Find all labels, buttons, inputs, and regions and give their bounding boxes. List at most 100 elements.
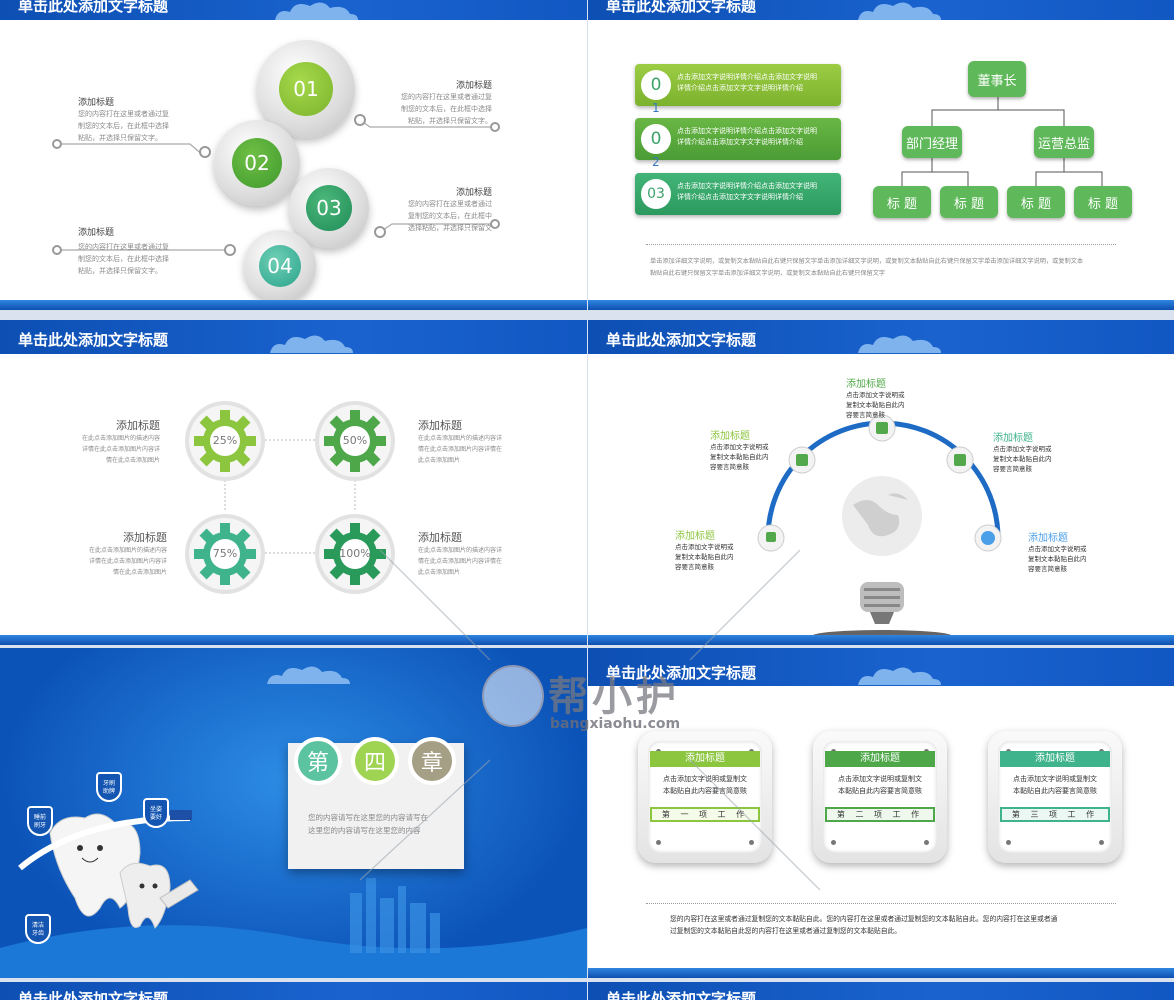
block-heading: 添加标题 [78, 228, 115, 238]
work-card-3: 添加标题 点击添加文字说明或复制文本黏贴自此内容要言简意赅 第 三 项 工 作 [988, 731, 1122, 863]
card-desc: 点击添加文字说明或复制文本黏贴自此内容要言简意赅 [646, 773, 764, 797]
desc-line: 本黏贴自此内容要言简意赅 [663, 787, 747, 795]
arc-heading: 添加标题 [710, 431, 750, 442]
watermark-url: bangxiaohu.com [550, 716, 681, 732]
block-line: 复制您的文本后，在此框中 [408, 212, 492, 220]
slide-footer [0, 635, 587, 645]
arc-line: 点击添加文字说明或 [1028, 545, 1087, 553]
chapter-line: 您的内容请写在这里您的内容请写在 [308, 813, 428, 822]
org-node-chairman: 董事长 [968, 61, 1026, 97]
slide-header: 单击此处添加文字标题 [588, 0, 1174, 20]
chapter-char: 四 [351, 737, 399, 785]
slide-footer [0, 300, 587, 310]
text-block-d: 添加标题 您的内容打在这里或者通过复 制您的文本后，在此框中选择 粘贴，并选择只… [78, 225, 188, 277]
watermark-logo [482, 665, 544, 727]
arc-heading: 添加标题 [846, 379, 886, 390]
block-line: 粘贴，并选择只保留文字。 [78, 267, 162, 275]
slide-2: 单击此处添加文字标题 0 点击添加文字说明详情介绍点击添加文字说明详情介绍点击添… [588, 0, 1174, 310]
block-line: 您的内容打在这里或者通过复 [78, 243, 169, 251]
slide-title: 单击此处添加文字标题 [18, 990, 169, 1000]
desc-line: 点击添加文字说明或复制文 [663, 775, 747, 783]
gear-text-br: 添加标题 在此点击添加图片的描述内容详 情在此点击添加图片内容详情在 此点击添加… [418, 529, 518, 578]
gear-icon-100 [315, 514, 395, 594]
gear-line: 情在此点击添加图片内容详情在 [418, 558, 503, 565]
note-line: 黏贴自此右键只保留文字单击添加详细文字说明，或复制文本黏贴自此右键只保留文字 [650, 270, 886, 277]
slide-title: 单击此处添加文字标题 [606, 664, 757, 682]
arc-line: 容要言简意赅 [846, 411, 885, 419]
arc-line: 容要言简意赅 [1028, 565, 1067, 573]
shield-badge: 清洁 牙齿 [25, 914, 51, 944]
cloud-icon [858, 2, 941, 20]
gear-text-tr: 添加标题 在此点击添加图片的描述内容详 情在此点击添加图片内容详情在 此点击添加… [418, 417, 518, 466]
block-line: 选择粘贴，并选择只保留文 [408, 224, 492, 232]
note-line: 单击添加详细文字说明，或复制文本黏贴自此右键只保留文字单击添加详细文字说明，或复… [650, 258, 1084, 265]
desc-line: 本黏贴自此内容要言简意赅 [838, 787, 922, 795]
screw-dot [924, 840, 929, 845]
desc-line: 点击添加文字说明或复制文 [1013, 775, 1097, 783]
card-label: 添加标题 [825, 751, 935, 767]
bar-line: 详情介绍点击添加文字文字说明详情介绍 [677, 84, 803, 92]
gear-heading: 添加标题 [116, 419, 160, 432]
cloud-icon [267, 666, 350, 684]
block-line: 您的内容打在这里或者通过复 [78, 110, 169, 118]
org-chart-lines [901, 97, 1103, 186]
handshake-icon [954, 454, 966, 466]
gear-percent: 100% [339, 547, 371, 560]
slide-title: 单击此处添加文字标题 [18, 0, 169, 15]
arc-line: 容要言简意赅 [993, 465, 1032, 473]
gear-line: 此点击添加图片 [418, 569, 461, 576]
arc-diagram [757, 414, 1002, 642]
slide-title: 单击此处添加文字标题 [606, 990, 757, 1000]
block-line: 制您的文本后，在此框中选择 [78, 255, 169, 263]
slide-8-partial: 单击此处添加文字标题 [588, 982, 1174, 1000]
slide-title: 单击此处添加文字标题 [606, 331, 757, 349]
arc-label-br: 添加标题 点击添加文字说明或 复制文本黏贴自此内 容要言简意赅 [1028, 529, 1108, 574]
card-desc: 点击添加文字说明或复制文本黏贴自此内容要言简意赅 [821, 773, 939, 797]
cloud-icon [858, 335, 941, 353]
shield-badge: 牙刷 助牌 [96, 772, 122, 802]
person-run-icon [796, 454, 808, 466]
gear-percent: 25% [212, 434, 238, 447]
step-circle-01: 01 [279, 62, 333, 116]
org-node-dept-manager: 部门经理 [902, 126, 962, 158]
bar-text: 点击添加文字说明详情介绍点击添加文字说明详情介绍点击添加文字文字说明详情介绍 [677, 181, 817, 203]
gear-percent: 75% [212, 547, 238, 560]
arc-line: 点击添加文字说明或 [675, 543, 734, 551]
gear-line: 情在此点击添加图片内容详情在 [418, 446, 503, 453]
screw-dot [656, 840, 661, 845]
ball-icon [981, 531, 995, 545]
watermark-name: 帮小护 [548, 674, 680, 720]
arc-heading: 添加标题 [993, 433, 1033, 444]
slide-4: 单击此处添加文字标题 添加标题 点击添加文字说明或 复制文本黏贴自此内 容要言简… [588, 320, 1174, 645]
connector-lines [52, 114, 500, 256]
globe-icon [842, 476, 922, 556]
bar-number: 03 [641, 179, 671, 209]
chapter-char: 第 [294, 737, 342, 785]
block-line: 粘贴，并选择只保留文字。 [408, 117, 492, 125]
gear-line: 在此点击添加图片的描述内容 [81, 435, 160, 442]
card-label: 添加标题 [1000, 751, 1110, 767]
text-block-b: 添加标题 您的内容打在这里或者通过复 制您的文本后，在此框中选择 粘贴，并选择只… [386, 78, 492, 127]
arc-heading: 添加标题 [675, 531, 715, 542]
cloud-icon [275, 2, 358, 20]
bar-text: 点击添加文字说明详情介绍点击添加文字说明详情介绍点击添加文字文字说明详情介绍 [677, 72, 817, 94]
arc-heading: 添加标题 [1028, 533, 1068, 544]
desc-line: 本黏贴自此内容要言简意赅 [1013, 787, 1097, 795]
slide-1: 单击此处添加文字标题 01 02 03 04 添加标题 您的内容打在这里或者通过… [0, 0, 587, 310]
arc-line: 点击添加文字说明或 [993, 445, 1052, 453]
slide-header: 单击此处添加文字标题 [588, 982, 1174, 1000]
block-line: 制您的文本后，在此框中选择 [401, 105, 492, 113]
block-line: 制您的文本后，在此框中选择 [78, 122, 169, 130]
block-line: 粘贴，并选择只保留文字。 [78, 134, 162, 142]
arc-line: 复制文本黏贴自此内 [1028, 555, 1087, 563]
arc-line: 容要言简意赅 [675, 563, 714, 571]
arc-label-right: 添加标题 点击添加文字说明或 复制文本黏贴自此内 容要言简意赅 [993, 429, 1073, 474]
chapter-char: 章 [408, 737, 456, 785]
chapter-line: 这里您的内容请写在这里您的内容 [308, 826, 421, 835]
arc-line: 容要言简意赅 [710, 463, 749, 471]
connector-number: 2 [652, 155, 660, 169]
connector-number: 1 [652, 101, 660, 115]
screw-dot [749, 840, 754, 845]
para-line: 过复制您的文本黏贴自此您的内容打在这里或者通过复制您的文本黏贴自此。 [670, 927, 902, 935]
step-circle-03: 03 [306, 185, 352, 231]
